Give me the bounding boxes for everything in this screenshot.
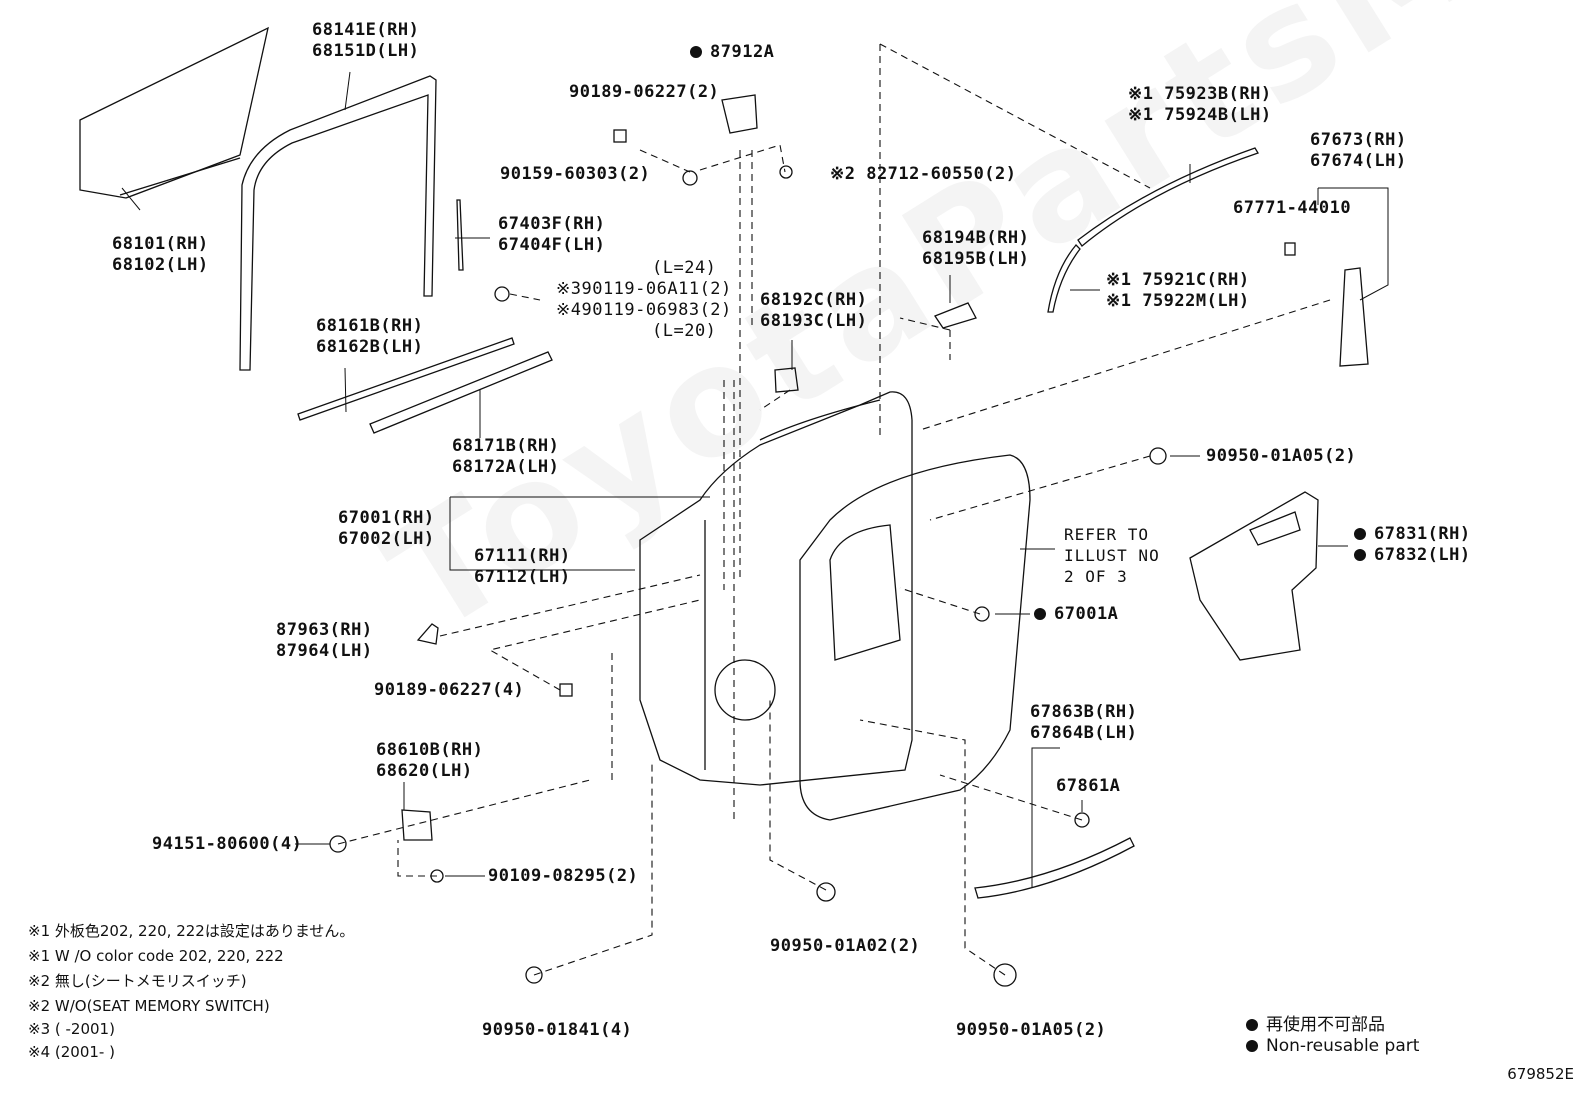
part-label-87912a: 87912A	[690, 42, 774, 63]
non-reusable-dot	[1246, 1040, 1258, 1052]
service-hole	[714, 659, 776, 721]
non-reusable-dot	[1354, 528, 1366, 540]
part-label-90189-4: 90189-06227(4)	[374, 680, 525, 700]
belt-moulding-outer	[297, 337, 515, 421]
stopper-68194	[934, 302, 977, 329]
part-label-67111: 67111(RH) 67112(LH)	[474, 546, 571, 587]
part-label-67771: 67771-44010	[1233, 198, 1352, 218]
part-label-68141e: 68141E(RH) 68151D(LH)	[312, 20, 420, 61]
part-label-90119: (L=24) ※390119-06A11(2) ※490119-06983(2)…	[556, 258, 732, 341]
lower-weatherstrip	[974, 837, 1135, 899]
part-label-82712: ※2 82712-60550(2)	[830, 164, 1017, 184]
part-label-94151: 94151-80600(4)	[152, 834, 303, 854]
door-weatherstrip	[799, 454, 1031, 821]
door-panel	[639, 391, 913, 786]
note-1-jp: ※1 外板色202, 220, 222は設定はありません。	[28, 922, 355, 940]
part-label-67001: 67001(RH) 67002(LH)	[338, 508, 435, 549]
door-hinge	[401, 809, 433, 841]
non-reusable-dot	[1034, 608, 1046, 620]
hinge-bracket	[721, 94, 758, 134]
note-2-en: ※2 W/O(SEAT MEMORY SWITCH)	[28, 997, 270, 1015]
note-3: ※3 ( -2001)	[28, 1020, 115, 1038]
service-hole-cover	[1189, 491, 1319, 661]
part-label-68171b: 68171B(RH) 68172A(LH)	[452, 436, 560, 477]
part-label-68192c: 68192C(RH) 68193C(LH)	[760, 290, 868, 331]
part-label-68101: 68101(RH) 68102(LH)	[112, 234, 209, 275]
bracket-68192	[774, 367, 799, 393]
non-reusable-dot	[1354, 549, 1366, 561]
part-label-68610b: 68610B(RH) 68620(LH)	[376, 740, 484, 781]
part-label-90950-01a05-bottom: 90950-01A05(2)	[956, 1020, 1107, 1040]
frame-moulding-front	[1047, 244, 1081, 313]
pillar-garnish	[1339, 267, 1369, 367]
non-reusable-dot	[690, 46, 702, 58]
cushion-87963	[416, 623, 439, 645]
frame-moulding-upper	[1077, 147, 1259, 247]
part-label-67403f: 67403F(RH) 67404F(LH)	[498, 214, 606, 255]
part-label-90950-01841: 90950-01841(4)	[482, 1020, 633, 1040]
door-glass	[79, 26, 269, 199]
part-label-90189-2: 90189-06227(2)	[569, 82, 720, 102]
division-bar	[456, 199, 464, 271]
part-label-67831: 67831(RH) 67832(LH)	[1354, 524, 1471, 566]
legend-en: Non-reusable part	[1246, 1036, 1419, 1056]
part-label-75923b: ※1 75923B(RH) ※1 75924B(LH)	[1128, 84, 1272, 125]
part-label-90950-01a05-top: 90950-01A05(2)	[1206, 446, 1357, 466]
part-label-67863b: 67863B(RH) 67864B(LH)	[1030, 702, 1138, 743]
non-reusable-dot	[1246, 1019, 1258, 1031]
part-label-68161b: 68161B(RH) 68162B(LH)	[316, 316, 424, 357]
part-label-90159: 90159-60303(2)	[500, 164, 651, 184]
note-2-jp: ※2 無し(シートメモリスイッチ)	[28, 972, 247, 990]
part-label-67001a: 67001A	[1034, 604, 1118, 625]
note-1-en: ※1 W /O color code 202, 220, 222	[28, 947, 284, 965]
glass-run-channel	[239, 75, 437, 371]
part-label-68194b: 68194B(RH) 68195B(LH)	[922, 228, 1030, 269]
legend-jp: 再使用不可部品	[1246, 1010, 1385, 1035]
belt-weatherstrip-inner	[369, 351, 553, 434]
part-label-67861a: 67861A	[1056, 776, 1121, 796]
part-label-87963: 87963(RH) 87964(LH)	[276, 620, 373, 661]
note-4: ※4 (2001- )	[28, 1043, 115, 1061]
part-label-90109: 90109-08295(2)	[488, 866, 639, 886]
figure-code: 679852E	[1507, 1065, 1574, 1083]
part-label-90950-01a02: 90950-01A02(2)	[770, 936, 921, 956]
part-label-75921c: ※1 75921C(RH) ※1 75922M(LH)	[1106, 270, 1250, 311]
part-label-67673: 67673(RH) 67674(LH)	[1310, 130, 1407, 171]
refer-note: REFER TO ILLUST NO 2 OF 3	[1064, 525, 1160, 586]
